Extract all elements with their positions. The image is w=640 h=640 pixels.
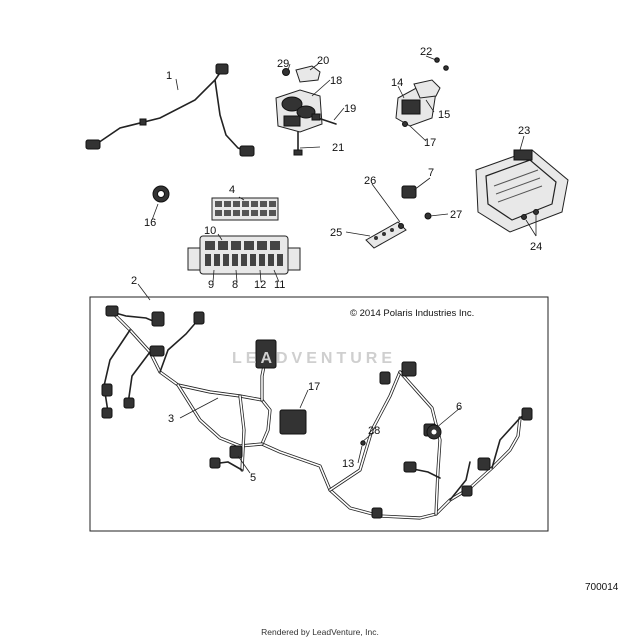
copyright-notice: © 2014 Polaris Industries Inc.: [350, 308, 475, 319]
part-2-main-harness-frame: [89, 296, 549, 532]
callout-29: 29: [277, 58, 289, 70]
part-2-main-harness[interactable]: [101, 305, 533, 520]
part-7-connector[interactable]: [401, 185, 417, 199]
part-23-ecu[interactable]: [475, 149, 569, 233]
callout-28: 28: [368, 425, 380, 437]
part-22-rivet[interactable]: [434, 57, 449, 71]
part-18-relay[interactable]: [275, 89, 323, 133]
part-6-grommet[interactable]: [426, 424, 442, 440]
part-21-bolt[interactable]: [293, 131, 303, 156]
callout-19: 19: [344, 103, 356, 115]
callout-25: 25: [330, 227, 342, 239]
callout-22: 22: [420, 46, 432, 58]
callout-16: 16: [144, 217, 156, 229]
callout-11: 11: [274, 279, 285, 291]
callout-6: 6: [456, 401, 462, 413]
part-26-screw[interactable]: [398, 223, 404, 229]
callout-15: 15: [438, 109, 450, 121]
callout-13: 13: [342, 458, 354, 470]
callout-23: 23: [518, 125, 530, 137]
callout-24: 24: [530, 241, 542, 253]
callout-17a: 17: [424, 137, 436, 149]
part-4-fuse-label[interactable]: [211, 197, 279, 221]
callout-9: 9: [208, 279, 214, 291]
callout-3: 3: [168, 413, 174, 425]
callout-26: 26: [364, 175, 376, 187]
callout-2: 2: [131, 275, 137, 287]
leader-lines: [137, 55, 537, 474]
part-15-cover[interactable]: [413, 79, 441, 99]
part-25-terminal-block[interactable]: [365, 221, 407, 249]
callout-21: 21: [332, 142, 344, 154]
callout-10: 10: [204, 225, 216, 237]
part-19-fuse[interactable]: [311, 113, 337, 125]
watermark-logo: LEADVENTURE: [232, 350, 397, 367]
callout-8: 8: [232, 279, 238, 291]
callout-7: 7: [428, 167, 434, 179]
callout-12: 12: [254, 279, 266, 291]
diagram-number: 700014: [585, 582, 619, 593]
rendered-by-footer: Rendered by LeadVenture, Inc.: [261, 627, 379, 637]
part-16-grommet[interactable]: [152, 185, 170, 203]
callout-18: 18: [330, 75, 342, 87]
part-17-screw[interactable]: [402, 121, 408, 127]
callout-20: 20: [317, 55, 329, 67]
callout-5: 5: [250, 472, 256, 484]
callout-17b: 17: [308, 381, 320, 393]
callout-4: 4: [229, 184, 235, 196]
callouts: 1 2 3 4 5 6 7 8 9 10 11 12 13 14 15 16 1…: [131, 46, 542, 484]
callout-27: 27: [450, 209, 462, 221]
part-fuse-box[interactable]: [187, 235, 301, 275]
callout-1: 1: [166, 70, 172, 82]
part-1-harness[interactable]: [85, 63, 255, 157]
callout-14: 14: [391, 77, 403, 89]
part-20-bracket[interactable]: [295, 65, 321, 83]
part-29-nut[interactable]: [282, 68, 290, 76]
